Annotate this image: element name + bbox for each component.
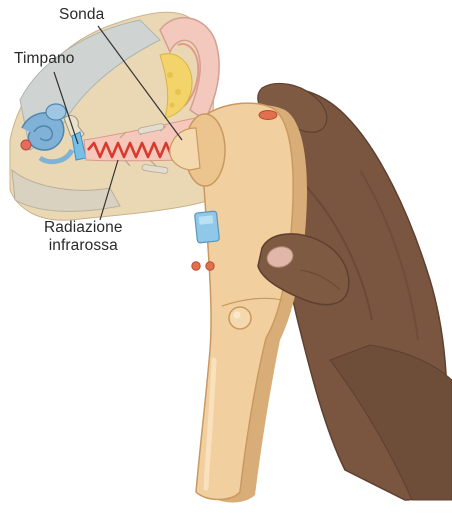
top-button xyxy=(259,111,277,120)
ear-cross-section-icon xyxy=(10,12,219,220)
label-infrared-radiation: Radiazione infrarossa xyxy=(44,219,123,255)
button-left xyxy=(192,262,200,270)
button-right xyxy=(206,262,214,270)
ear-thermometer-icon xyxy=(170,103,307,502)
hinge-knob xyxy=(229,307,251,329)
display-screen xyxy=(194,211,219,243)
label-probe: Sonda xyxy=(59,6,104,24)
label-radiation-line2: infrarossa xyxy=(44,237,123,255)
label-radiation-line1: Radiazione xyxy=(44,219,123,237)
label-eardrum: Timpano xyxy=(14,50,74,68)
